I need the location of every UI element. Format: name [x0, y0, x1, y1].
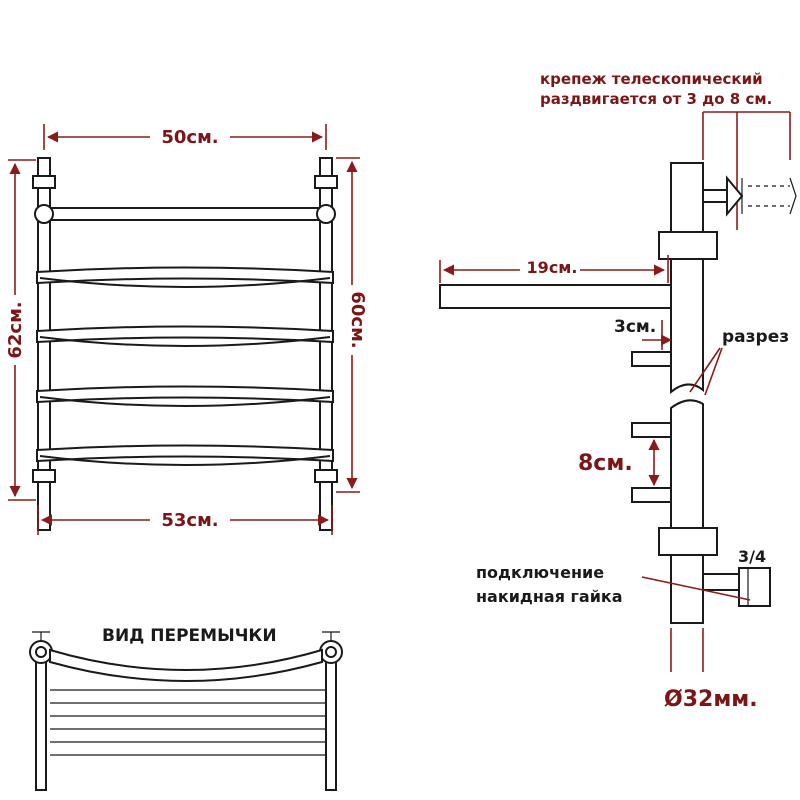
diameter-label: Ø32мм.: [664, 687, 758, 712]
left-post: [37, 157, 51, 531]
gap-label: 3см.: [614, 317, 656, 337]
mount-note-line2: раздвигается от 3 до 8 см.: [540, 90, 772, 108]
right-top-fitting: [314, 175, 338, 189]
mount-note-line1: крепеж телескопический: [540, 70, 763, 88]
wall-mount-cone: [726, 175, 744, 217]
connection-label-line2: накидная гайка: [476, 587, 623, 606]
left-height-label: 62см.: [5, 301, 26, 358]
right-joint: [316, 204, 336, 224]
spacing-label: 8см.: [578, 451, 633, 476]
jumper-view: ВИД ПЕРЕМЫЧКИ: [29, 626, 343, 791]
front-view: 50см. 53см. 62см. 60см.: [3, 124, 368, 535]
thread-label: 3/4: [738, 547, 766, 566]
side-post-upper: [670, 162, 704, 395]
right-post: [319, 157, 333, 531]
right-height-label: 60см.: [347, 291, 368, 348]
curved-bar: [36, 266, 334, 288]
lower-stub: [631, 487, 672, 503]
top-width-label: 50см.: [161, 127, 218, 148]
connection-nut: [738, 567, 771, 607]
curved-bar: [36, 385, 334, 407]
jumper-view-title: ВИД ПЕРЕМЫЧКИ: [102, 626, 277, 646]
left-joint: [34, 204, 54, 224]
shelf-bar: [439, 284, 672, 309]
left-top-fitting: [32, 175, 56, 189]
curved-bar: [36, 325, 334, 347]
cut-label: разрез: [722, 327, 789, 347]
right-bottom-fitting: [314, 469, 338, 483]
left-bottom-fitting: [32, 469, 56, 483]
curved-bar: [36, 444, 334, 466]
connection-label-line1: подключение: [476, 563, 604, 582]
bottom-width-label: 53см.: [161, 510, 218, 531]
upper-clamp: [658, 231, 718, 260]
lower-clamp: [658, 527, 718, 556]
top-crossbar: [43, 207, 327, 221]
upper-stub: [631, 351, 672, 367]
middle-stub: [631, 422, 672, 438]
side-view: крепеж телескопический раздвигается от 3…: [439, 70, 797, 712]
depth-label: 19см.: [527, 258, 578, 277]
jumper-bar: [49, 648, 323, 682]
